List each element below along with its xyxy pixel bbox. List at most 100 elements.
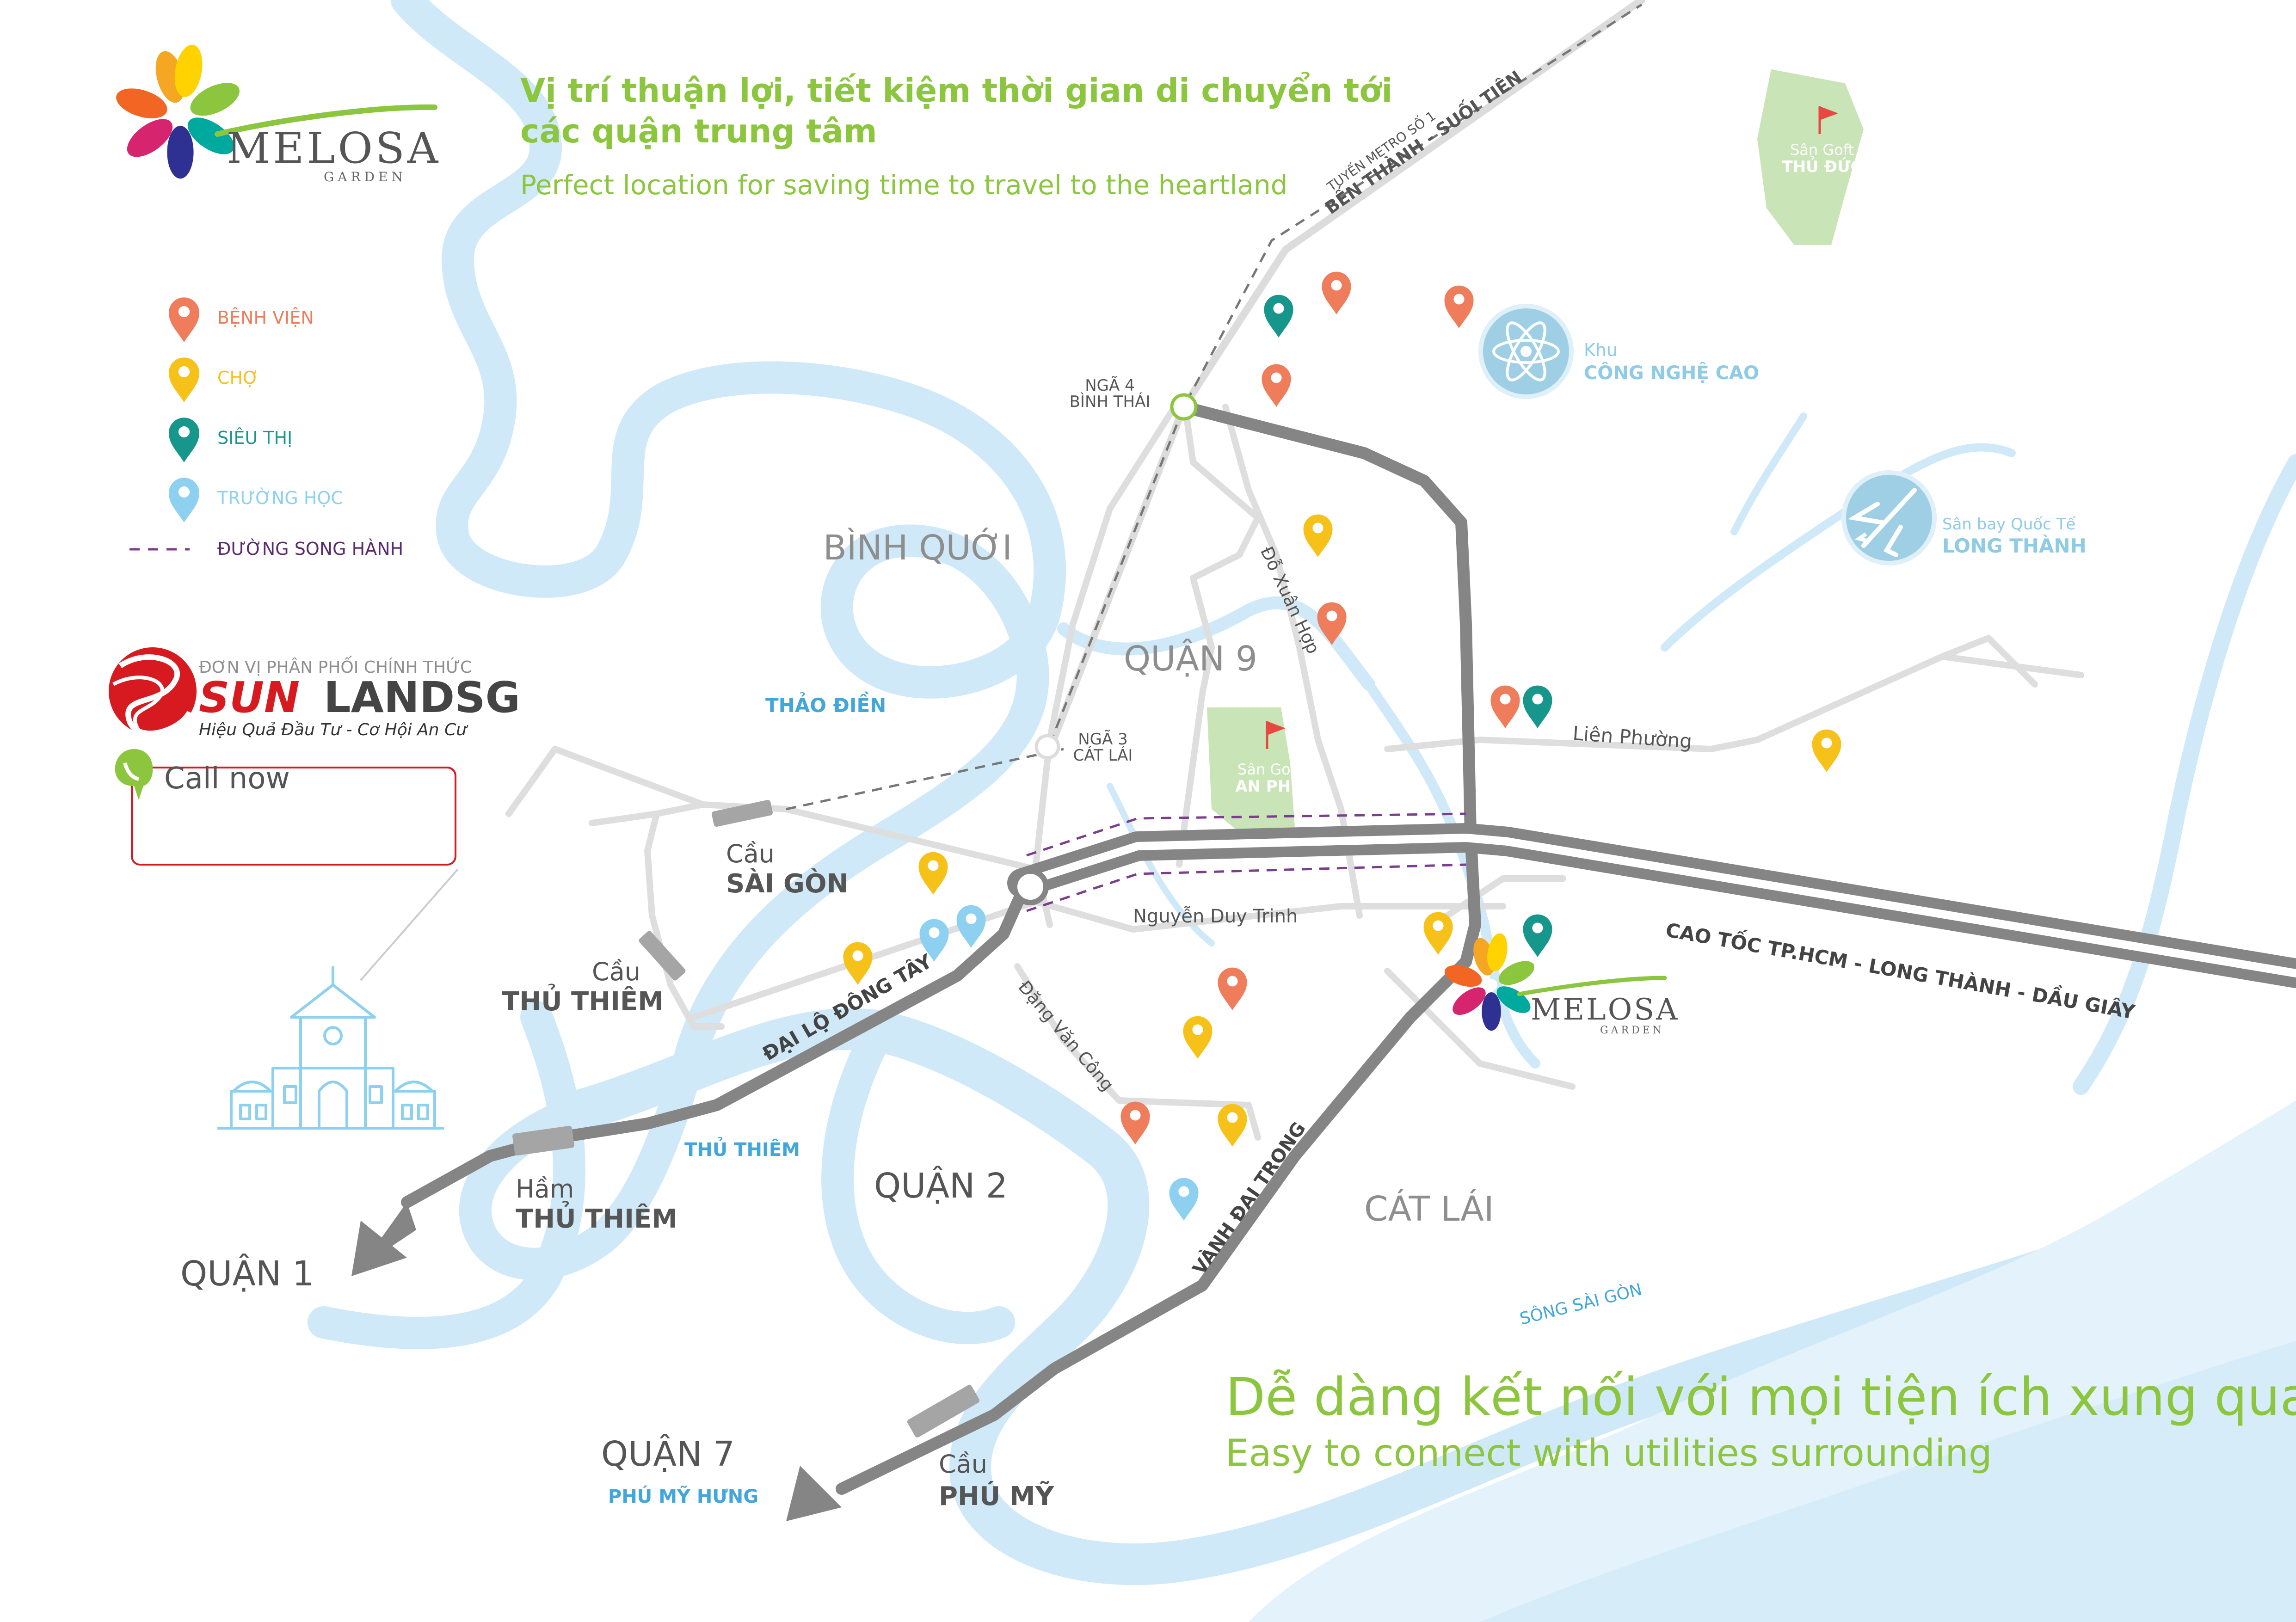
cau-sai-gon-name: SÀI GÒN (726, 869, 848, 899)
thu-thiem-area-label: THỦ THIÊM (684, 1136, 800, 1161)
brand-sub: GARDEN (324, 169, 406, 184)
cao-toc-highway (1007, 823, 2296, 988)
market-pin-icon (1218, 1104, 1247, 1147)
cau-sai-gon-label: Cầu (726, 839, 775, 868)
airport-name: LONG THÀNH (1942, 534, 2087, 557)
golf-an-phu-name: AN PHÚ (1235, 777, 1304, 796)
hitech-label: Khu (1584, 340, 1618, 360)
parallel-road-north (1026, 812, 1466, 857)
dai-lo-dong-tay-road (401, 886, 1028, 1208)
atom-icon (1478, 304, 1574, 399)
cau-sai-gon-bridge (712, 799, 773, 827)
melosa-flower-icon (116, 44, 240, 179)
metro-dashed-line (1048, 3, 1643, 745)
hospital-pin-icon (1317, 602, 1347, 645)
call-now-label[interactable]: Call now (164, 762, 290, 796)
hospital-pin-icon (1262, 364, 1291, 407)
airport-label: Sân bay Quốc Tế (1942, 515, 2076, 534)
legend-label: BỆNH VIỆN (217, 307, 314, 328)
golf-thu-duc-label: Sân Goft (1790, 141, 1854, 159)
sunland-logo-icon (109, 647, 197, 737)
distributor-slogan: Hiệu Quả Đầu Tư - Cơ Hội An Cư (199, 720, 468, 739)
cau-thu-thiem-name: THỦ THIÊM (502, 984, 664, 1017)
nga3-label: NGÃ 3 (1078, 730, 1127, 749)
legend-label: ĐƯỜNG SONG HÀNH (217, 539, 403, 559)
market-pin-icon (1183, 1016, 1213, 1059)
market-pin-icon (169, 357, 199, 402)
hitech-name: CÔNG NGHỆ CAO (1584, 362, 1759, 384)
cau-thu-thiem-label: Cầu (592, 957, 640, 986)
footer-en: Easy to connect with utilities surroundi… (1225, 1432, 1992, 1475)
hospital-pin-icon (1218, 967, 1247, 1010)
market-pin-icon (918, 852, 948, 895)
school-pin-icon (919, 919, 949, 962)
school-pin-icon (1169, 1178, 1199, 1221)
cau-phu-my-bridge (907, 1385, 980, 1438)
supermarket-pin-icon (1523, 914, 1552, 957)
flower-petal (1482, 992, 1501, 1031)
flower-petal (187, 117, 234, 154)
nga4-name: BÌNH THÁI (1070, 392, 1151, 411)
flower-center (172, 107, 189, 124)
cau-thu-thiem-bridge (639, 931, 686, 981)
logo-swoosh (215, 104, 437, 137)
flower-petal (1453, 987, 1486, 1015)
ham-thu-thiem-label: Hầm (516, 1174, 574, 1204)
hospital-pin-icon (1444, 285, 1474, 328)
market-pin-icon (1812, 729, 1841, 772)
vanh-dai-label: VÀNH ĐAI TRONG (1188, 1118, 1310, 1278)
market-pin-icon (1423, 912, 1453, 955)
hospital-pin-icon (1322, 271, 1351, 314)
cau-phu-my-name: PHÚ MỸ (939, 1481, 1055, 1511)
headline-vi-2: các quận trung tâm (520, 112, 877, 150)
song-sai-gon-label: SÔNG SÀI GÒN (1518, 1279, 1644, 1328)
ham-thu-thiem-name: THỦ THIÊM (516, 1201, 677, 1234)
flower-center (1485, 979, 1497, 991)
flower-petal (1487, 933, 1508, 971)
flower-petal (127, 119, 173, 157)
river-right-edge (2073, 454, 2296, 1095)
vanh-dai-trong-road (836, 401, 1481, 1495)
legend-label: SIÊU THỊ (217, 428, 292, 448)
footer-vi: Dễ dàng kết nối với mọi tiện ích xung qu… (1225, 1367, 2296, 1427)
flower-petal (1498, 961, 1535, 985)
supermarket-pin-icon (1523, 685, 1552, 728)
golf-thu-duc-name: THỦ ĐỨC (1782, 156, 1862, 176)
brand-name: MELOSA (227, 123, 441, 173)
school-pin-icon (956, 905, 986, 948)
metro-dashed-branch (786, 748, 1064, 811)
hospital-pin-icon (1120, 1101, 1150, 1144)
flower-petal (174, 44, 203, 97)
logo-swoosh (1517, 976, 1667, 996)
distributor-name-a: SUN (199, 673, 300, 722)
cau-phu-my-label: Cầu (939, 1450, 987, 1479)
ham-thu-thiem-tunnel (512, 1125, 574, 1156)
golf-flag-icon (1818, 106, 1838, 134)
binh-quoi-label: BÌNH QUỚI (823, 527, 1012, 568)
ben-thanh-market-icon (217, 966, 444, 1130)
quan2-label: QUẬN 2 (874, 1165, 1008, 1206)
river-small-5 (1107, 783, 1215, 946)
parallel-road-south (1026, 863, 1466, 912)
flower-petal (167, 126, 194, 179)
legend-label: TRƯỜNG HỌC (217, 488, 343, 508)
call-now-box[interactable] (131, 767, 456, 866)
main-junction (1012, 868, 1049, 905)
distributor-name-b: LANDSG (324, 673, 520, 722)
map-brand-sub: GARDEN (1600, 1025, 1664, 1036)
supermarket-pin-icon (169, 418, 199, 462)
headline-vi-1: Vị trí thuận lợi, tiết kiệm thời gian di… (520, 72, 1392, 110)
river-branch-q2 (821, 1015, 1015, 1345)
thao-dien-label: THẢO ĐIỀN (765, 691, 886, 717)
main-roads (401, 401, 1481, 1495)
school-pin-icon (169, 478, 199, 522)
hospital-pin-icon (169, 297, 199, 342)
flower-petal (1445, 965, 1482, 987)
river-delta-2 (1480, 1341, 2296, 1622)
quan7-label: QUẬN 7 (601, 1433, 735, 1474)
golf-flag-icon (1266, 721, 1286, 749)
airplane-icon (1841, 470, 1937, 565)
phone-icon[interactable] (115, 749, 153, 800)
golf-an-phu-park (1207, 707, 1295, 832)
